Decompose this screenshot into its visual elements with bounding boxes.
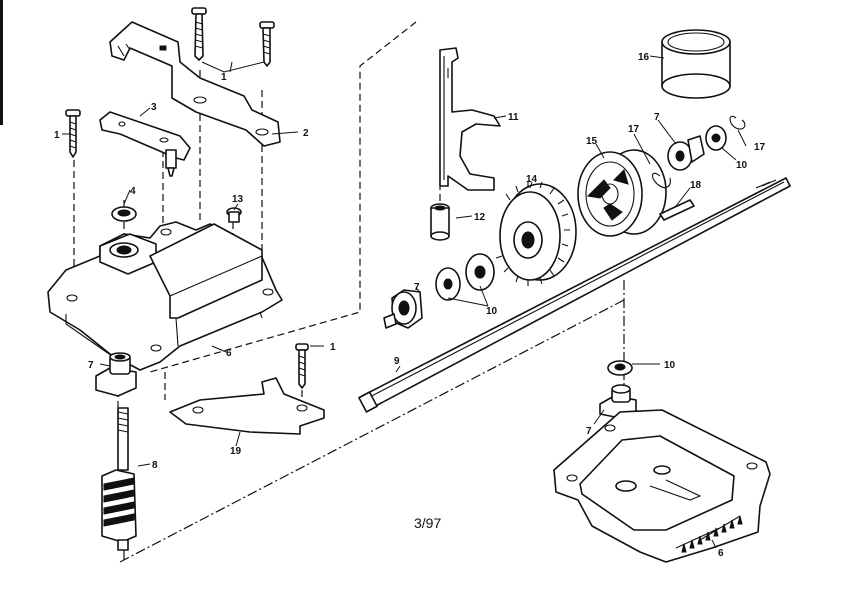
lower-housing <box>553 409 771 563</box>
worm-shaft <box>101 407 137 551</box>
callout-key-18: 18 <box>690 180 702 191</box>
washer-10-bottom <box>607 360 633 376</box>
left-screw <box>65 109 81 158</box>
callout-sleeve-12: 12 <box>474 212 486 223</box>
date-code: 3/97 <box>414 515 441 531</box>
scan-edge-bar <box>0 0 3 125</box>
callout-housing-top: 6 <box>226 348 232 359</box>
callout-screw-bottom: 1 <box>330 342 336 353</box>
washer-10-right <box>705 125 727 151</box>
callout-bushing-left: 7 <box>88 360 94 371</box>
callout-washer-10-left: 10 <box>486 306 498 317</box>
bushing-left <box>95 352 137 397</box>
callout-clip-17-right: 17 <box>754 142 766 153</box>
gear-14 <box>495 181 577 286</box>
shift-fork <box>439 47 501 191</box>
bushing-upper-right <box>667 135 705 171</box>
lever-arm <box>99 111 191 177</box>
sleeve-12 <box>430 203 450 241</box>
washer-4 <box>111 206 137 222</box>
top-bracket <box>109 21 281 147</box>
callout-axle: 9 <box>394 356 400 367</box>
bottom-screw <box>295 343 309 389</box>
callout-housing-bottom: 6 <box>718 548 724 559</box>
top-screws <box>191 7 275 73</box>
callout-bushing-lower-right: 7 <box>586 426 592 437</box>
callout-pulley-15: 15 <box>586 136 598 147</box>
callout-shift-fork: 11 <box>508 112 519 123</box>
clip-17-left <box>651 172 671 189</box>
callout-gear-14: 14 <box>526 174 538 185</box>
bushing-shaft <box>383 289 423 329</box>
callout-washer-10-bottom: 10 <box>664 360 676 371</box>
callout-bushing-shaft: 7 <box>414 282 420 293</box>
plug-13 <box>226 207 242 223</box>
callout-worm-shaft: 8 <box>152 460 158 471</box>
callout-washer-4: 4 <box>130 186 136 197</box>
callout-bushing-upper-right: 7 <box>654 112 660 123</box>
washers-10-left <box>435 253 495 301</box>
upper-housing <box>47 221 283 371</box>
callout-screw-top: 1 <box>221 72 227 83</box>
clip-17-right <box>729 115 746 130</box>
pulley-15 <box>577 149 667 237</box>
callout-plate-19: 19 <box>230 446 242 457</box>
callout-cap-16: 16 <box>638 52 650 63</box>
callout-screw-left: 1 <box>54 130 60 141</box>
callout-bracket-top: 2 <box>303 128 309 139</box>
leader-lines <box>62 55 747 549</box>
callout-clip-17-left: 17 <box>628 124 640 135</box>
cap-16 <box>661 29 731 99</box>
callout-plug-13: 13 <box>232 194 244 205</box>
axle-9 <box>358 177 791 413</box>
callouts: 1 2 3 1 4 13 6 7 8 1 19 9 7 10 11 12 14 … <box>54 52 766 559</box>
plate-19 <box>169 377 325 435</box>
key-18 <box>659 199 695 221</box>
callout-washer-10-right: 10 <box>736 160 748 171</box>
callout-lever: 3 <box>151 102 157 113</box>
